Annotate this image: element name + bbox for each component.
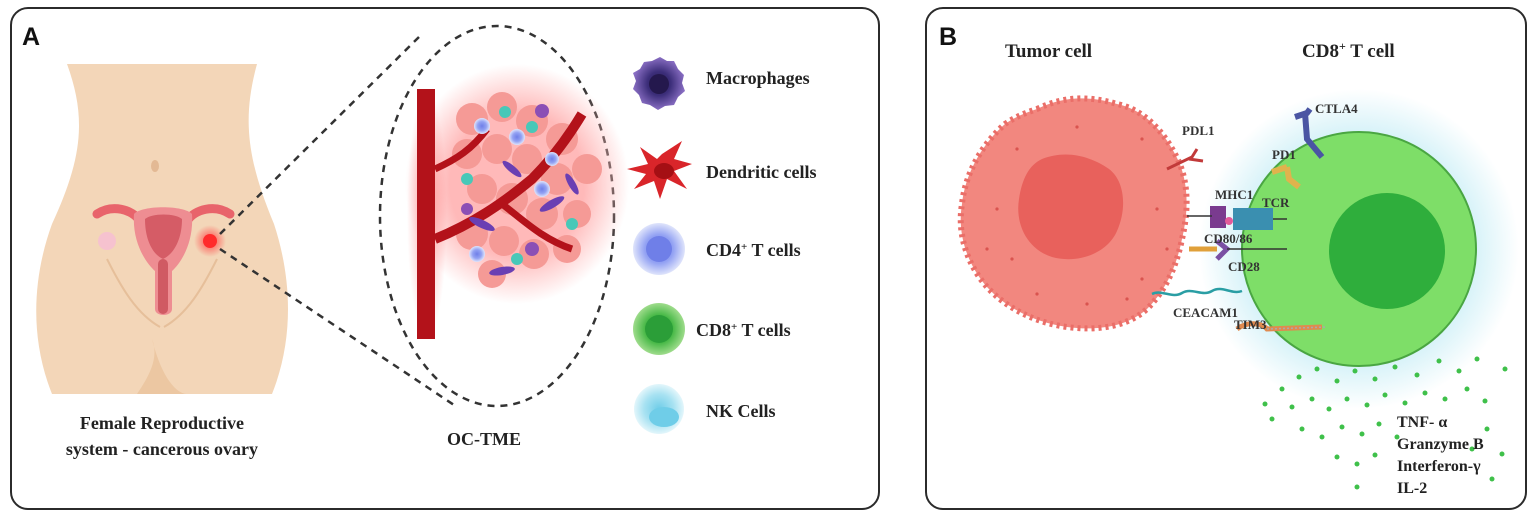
pdl1-label: PDL1 — [1182, 123, 1215, 138]
panel-b: B Tumor cell CD8+ T cell — [925, 7, 1527, 510]
cytokine-granzyme-label: Granzyme B — [1397, 436, 1484, 453]
mhc1-label: MHC1 — [1215, 187, 1253, 202]
zoom-connector-lines — [219, 33, 458, 409]
tumor-cell-title: Tumor cell — [1005, 41, 1092, 62]
cd80-86-label: CD80/86 — [1204, 231, 1253, 246]
tim3-label: TIM3 — [1234, 317, 1267, 332]
tumor-cell — [957, 95, 1190, 332]
cytokine-il2-label: IL-2 — [1397, 480, 1427, 497]
pd1-label: PD1 — [1272, 147, 1296, 162]
tme-label: OC-TME — [447, 429, 521, 449]
reproductive-label-line1: Female Reproductive — [80, 413, 244, 433]
cytokine-dots — [1262, 356, 1508, 490]
healthy-ovary — [98, 232, 116, 250]
cd8-tcell-title: CD8+ T cell — [1302, 39, 1395, 62]
legend-nk-icon — [634, 384, 684, 434]
legend-cd8-label: CD8+ T cells — [696, 320, 791, 340]
legend-macrophage-icon — [633, 57, 685, 110]
panel-a: A — [10, 7, 880, 510]
panel-a-letter: A — [22, 23, 41, 51]
tcr-label: TCR — [1262, 195, 1290, 210]
tme-tissue-illustration — [405, 64, 629, 339]
cytokine-tnf-label: TNF- α — [1397, 414, 1447, 431]
ctla4-label: CTLA4 — [1315, 101, 1358, 116]
cd28-label: CD28 — [1228, 259, 1260, 274]
panel-a-illustration: Macrophages Dendritic cells CD4+ T cells… — [36, 24, 816, 459]
cytokine-interferon-label: Interferon-γ — [1397, 458, 1481, 475]
ceacam1-label: CEACAM1 — [1173, 305, 1238, 320]
legend-cd4-label: CD4+ T cells — [706, 240, 801, 260]
receptor-pairs — [1151, 107, 1328, 332]
panel-b-illustration: Tumor cell CD8+ T cell — [957, 39, 1519, 497]
legend-macrophages-label: Macrophages — [706, 68, 810, 88]
legend-dendritic-icon — [627, 141, 692, 199]
reproductive-label-line2: system - cancerous ovary — [66, 439, 258, 459]
legend-nk-label: NK Cells — [706, 401, 776, 421]
uterus-illustration — [92, 204, 235, 315]
legend-dendritic-label: Dendritic cells — [706, 162, 816, 182]
legend-cd8-icon — [633, 303, 685, 355]
legend-cd4-icon — [633, 223, 685, 275]
panel-b-letter: B — [939, 23, 958, 51]
